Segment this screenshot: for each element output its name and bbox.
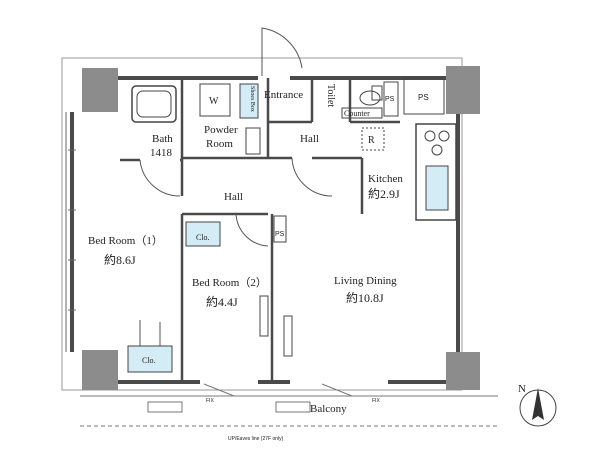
north-arrow-icon (532, 388, 544, 420)
left-windows (65, 112, 76, 352)
column-top-right (446, 66, 480, 114)
refrigerator-label: R (368, 135, 375, 146)
ps-label-c: PS (275, 231, 285, 238)
hall-center-label: Hall (224, 191, 243, 203)
entrance-door-swing (261, 27, 303, 76)
refrigerator (361, 127, 385, 151)
kitchen-name: Kitchen (368, 173, 403, 185)
fix-label-left: FIX (206, 398, 214, 404)
kitchen-sink (425, 165, 449, 211)
closet-label-b: Clo. (196, 233, 210, 242)
kitchen-counter (415, 123, 457, 221)
counter-label: Counter (344, 109, 370, 118)
bath-name: Bath (152, 133, 173, 145)
walls (70, 76, 460, 384)
kitchen-size: 約2.9J (368, 186, 400, 201)
washer-box (199, 83, 231, 117)
powder-sink (245, 127, 261, 155)
bath-size: 1418 (150, 147, 173, 159)
living-name: Living Dining (334, 275, 397, 287)
bathtub (131, 85, 177, 123)
sliding-door-b (283, 315, 293, 357)
closet-label-a: Clo. (142, 356, 156, 365)
column-top-left (82, 68, 118, 112)
compass-north-label: N (518, 383, 526, 395)
balcony-area (80, 383, 498, 427)
closet-bedroom2 (185, 221, 221, 247)
toilet-bowl (359, 90, 381, 106)
interior-walls (120, 78, 400, 382)
living-size: 約10.8J (346, 290, 384, 305)
powder-room-line1: Powder (204, 124, 238, 136)
ps-box-c (273, 215, 287, 243)
door-swings (139, 157, 333, 346)
column-bottom-right (446, 352, 480, 390)
sliding-door-a (259, 295, 269, 337)
ps-label-a: PS (385, 96, 395, 103)
hall-upper-label: Hall (300, 133, 319, 145)
shoes-box (239, 83, 259, 119)
bedroom1-name: Bed Room（1） (88, 234, 163, 247)
toilet-counter (341, 107, 383, 119)
entrance-label: Entrance (264, 89, 303, 101)
column-bottom-left (82, 350, 118, 390)
exterior-frame (61, 57, 463, 391)
ps-box-a (383, 81, 399, 117)
fix-label-right: FIX (372, 398, 380, 404)
closet-bedroom1 (127, 345, 173, 373)
eaves-note: UP/Eaves line (27F only) (228, 436, 284, 442)
bedroom1-size: 約8.6J (104, 252, 136, 267)
compass: N (518, 383, 557, 427)
shoes-box-label: Shoes Box (249, 86, 255, 112)
powder-room-line2: Room (206, 138, 233, 150)
ps-label-b: PS (418, 93, 429, 102)
toilet-label: Toilet (325, 84, 336, 107)
washer-label: W (209, 96, 219, 107)
balcony-label: Balcony (310, 403, 347, 415)
bedroom2-name: Bed Room（2） (192, 276, 267, 289)
ps-box-b (403, 77, 445, 115)
bedroom2-size: 約4.4J (206, 294, 238, 309)
